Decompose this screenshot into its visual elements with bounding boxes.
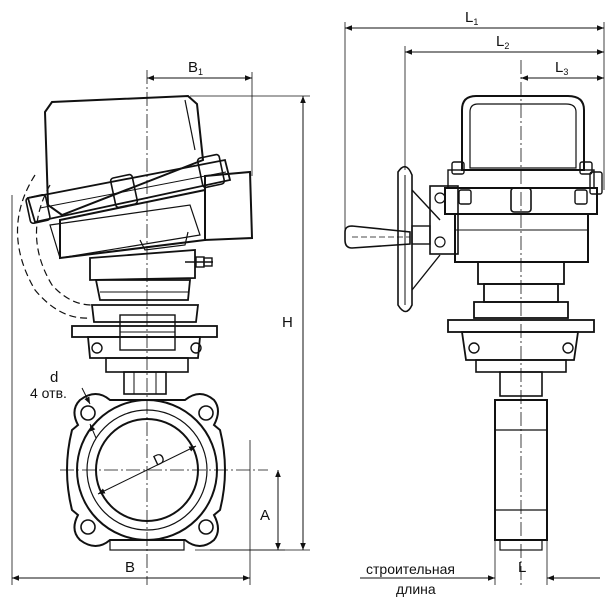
side-cover-inner (469, 103, 577, 169)
label-L2: L2 (496, 33, 509, 51)
side-actuator-body (454, 213, 589, 263)
actuator-cover (43, 94, 205, 217)
gearbox-bolt-top (434, 192, 446, 204)
bolt-hole-top-right (198, 405, 214, 421)
latch-right (196, 153, 226, 189)
handwheel-handle (344, 225, 411, 249)
gearbox-coupling (411, 225, 431, 245)
label-B: B (125, 559, 135, 576)
dimension-D (97, 445, 197, 495)
bracket-bolt-left (91, 342, 103, 354)
side-bolt-3 (458, 189, 472, 205)
side-cover (461, 95, 585, 171)
leader-d-lower (89, 423, 97, 439)
side-bolt-4 (574, 189, 588, 205)
valve-body (66, 393, 226, 547)
side-bolt-5 (589, 171, 603, 195)
side-gearbox (429, 185, 459, 255)
side-valve-neck (499, 371, 543, 397)
label-L: L (518, 559, 526, 576)
front-view (16, 70, 268, 585)
label-L1: L1 (465, 9, 478, 27)
labels: B1 H A B D d 4 отв. L1 L2 L3 L строитель… (30, 9, 568, 597)
side-bolt-2 (579, 161, 593, 175)
cover-edge (184, 99, 196, 151)
side-adapter (473, 301, 569, 319)
actuator-body-shadow (49, 204, 201, 259)
actuator-step (139, 231, 189, 251)
label-A: A (260, 507, 270, 524)
side-latch (510, 187, 532, 213)
side-bracket-bolt-right (562, 342, 574, 354)
front-dimensions (11, 72, 310, 585)
side-dimensions (344, 22, 605, 585)
handwheel-spokes (411, 189, 441, 291)
label-face-to-face-1: строительная (366, 561, 455, 577)
bolt-nut (203, 257, 213, 267)
bolt-hole-top-left (80, 405, 96, 421)
label-face-to-face-2: длина (396, 581, 436, 597)
latch-left (25, 193, 51, 225)
side-view (344, 60, 603, 585)
label-H: H (282, 314, 293, 331)
label-L3: L3 (555, 59, 568, 77)
actuator-side-box (204, 170, 254, 242)
side-bolt-1 (451, 161, 465, 175)
handwheel (397, 165, 413, 313)
bolt-hole-bottom-right (198, 519, 214, 535)
side-body-bottom (499, 539, 543, 551)
leader-d (81, 387, 91, 405)
valve-neck (123, 371, 167, 395)
cover-flange (26, 158, 232, 224)
gearbox-bolt-bottom (434, 236, 446, 248)
swing-path-dashed-inner (35, 184, 93, 306)
label-holes: 4 отв. (30, 385, 67, 401)
neck-housing (94, 279, 191, 301)
bracket-bolt-right (190, 342, 202, 354)
gear-housing (89, 249, 196, 281)
adapter-top (90, 304, 200, 323)
side-bracket (460, 331, 580, 361)
mounting-bracket (87, 336, 201, 359)
label-d: d (50, 369, 58, 386)
swing-path-dashed (16, 174, 91, 319)
bolt-hole-bottom-left (80, 519, 96, 535)
side-bracket-bolt-left (468, 342, 480, 354)
cover-flange-inner (39, 171, 227, 209)
label-B1: B1 (188, 59, 203, 77)
body-bottom (109, 539, 185, 551)
